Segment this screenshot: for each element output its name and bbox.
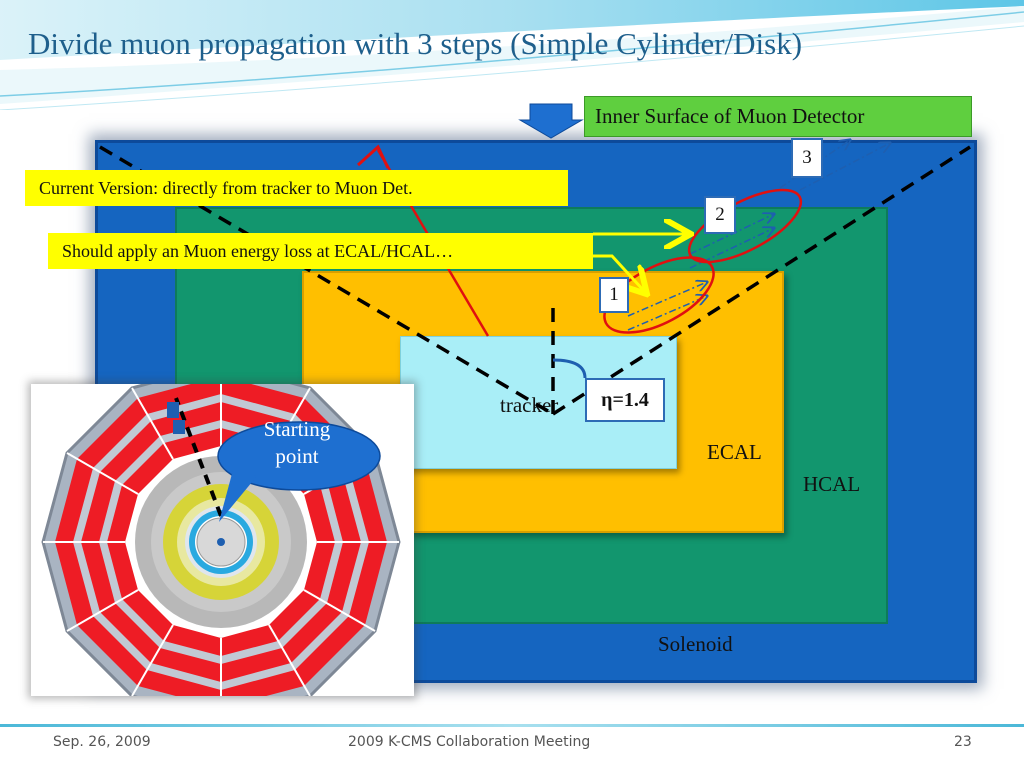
eta-boundary-right-line xyxy=(552,145,971,416)
starting-point-bubble xyxy=(217,421,381,491)
header-swoosh xyxy=(0,0,1024,110)
footer-meeting: 2009 K-CMS Collaboration Meeting xyxy=(348,734,591,750)
hcal-label: HCAL xyxy=(803,472,861,496)
down-arrow-icon xyxy=(518,103,584,139)
current-version-callout: Current Version: directly from tracker t… xyxy=(25,170,568,206)
current-version-arrowhead xyxy=(356,144,390,169)
eta-label: η=1.4 xyxy=(585,378,665,422)
slide-number: 23 xyxy=(954,734,972,750)
footer-date: Sep. 26, 2009 xyxy=(53,734,151,750)
eta-boundary-left-line xyxy=(99,145,554,416)
footer-divider xyxy=(0,724,1024,727)
inner-surface-label: Inner Surface of Muon Detector xyxy=(584,96,972,137)
tracker-label: tracker xyxy=(500,393,559,417)
slide-title: Divide muon propagation with 3 steps (Si… xyxy=(28,26,803,61)
starting-point-pointer xyxy=(219,470,257,522)
callout-arrow-ecal xyxy=(593,254,645,292)
step-3-badge: 3 xyxy=(791,138,823,178)
starting-point-label: Starting point xyxy=(263,417,331,468)
step-1-badge: 1 xyxy=(599,277,629,313)
cms-eta-dashed-line xyxy=(174,397,223,517)
eta-angle-arc xyxy=(552,358,587,379)
step-2-badge: 2 xyxy=(704,196,736,234)
ecal-label: ECAL xyxy=(707,440,762,464)
energy-loss-callout: Should apply an Muon energy loss at ECAL… xyxy=(48,233,593,269)
solenoid-label: Solenoid xyxy=(658,632,733,656)
